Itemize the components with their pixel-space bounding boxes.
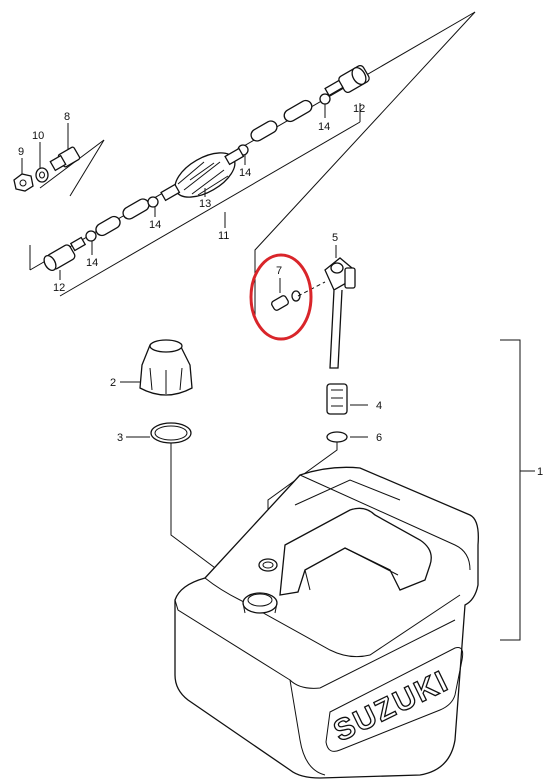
fitting-7 (271, 278, 326, 311)
label-part-8: 8 (64, 111, 70, 123)
label-part-3: 3 (117, 432, 123, 444)
fitting-8 (49, 123, 81, 172)
pickup-tube (329, 289, 343, 369)
highlight-circle (249, 253, 313, 341)
label-part-6: 6 (376, 432, 382, 444)
bracket-1 (500, 339, 521, 641)
fuel-tank-1 (174, 466, 479, 779)
label-part-11: 11 (218, 230, 229, 242)
connector-12-top (324, 65, 370, 97)
label-part-14-b: 14 (239, 167, 251, 179)
label-part-9: 9 (18, 146, 24, 158)
label-part-5: 5 (332, 232, 338, 244)
clamp-14-d (85, 230, 97, 242)
filler-cap-2 (120, 339, 193, 396)
gasket-3 (126, 422, 192, 444)
label-part-12-top: 12 (353, 103, 365, 115)
washer-10 (35, 142, 49, 183)
label-part-13: 13 (199, 198, 211, 210)
pickup-elbow-5 (324, 245, 356, 291)
label-part-1: 1 (537, 466, 543, 478)
label-part-10: 10 (32, 130, 44, 142)
hose-assembly-frame (29, 11, 476, 318)
label-part-14-a: 14 (318, 121, 330, 133)
o-ring-6 (326, 431, 368, 443)
screen-filter-4 (326, 383, 368, 415)
hose-leaders (59, 103, 361, 280)
label-part-7: 7 (276, 265, 282, 277)
primer-bulb-13 (160, 147, 245, 202)
label-part-4: 4 (376, 400, 382, 412)
clamp-14-c (147, 196, 159, 208)
label-part-12-bottom: 12 (53, 282, 65, 294)
clamp-14-a (319, 93, 331, 105)
nut-9 (13, 158, 34, 192)
connector-12-bottom (43, 236, 87, 272)
label-part-14-c: 14 (149, 219, 161, 231)
label-part-14-d: 14 (86, 257, 98, 269)
label-part-2: 2 (110, 377, 116, 389)
